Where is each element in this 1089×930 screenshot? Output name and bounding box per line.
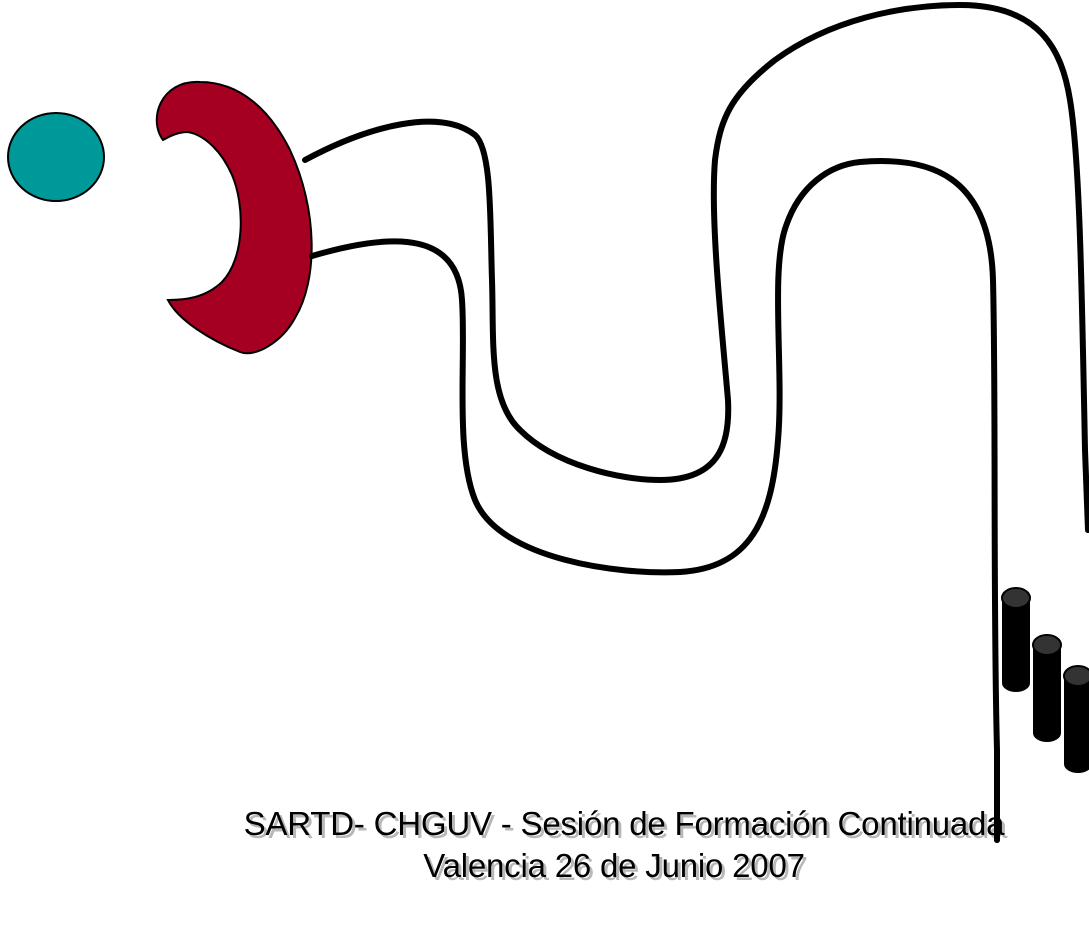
red-crescent [155,80,313,355]
footer-line-2: Valencia 26 de Junio 2007 [423,847,805,884]
cylinder-2 [1032,634,1062,742]
teal-circle [7,112,105,202]
footer-line-1-shadow: SARTD- CHGUV - Sesión de Formación Conti… [247,808,1009,845]
cylinder-3 [1063,665,1089,773]
cylinder-1 [1001,587,1031,692]
tube-outer-line [309,158,1000,843]
tube-inner-line [302,2,1089,533]
footer-line-2-shadow: Valencia 26 de Junio 2007 [426,850,808,887]
footer-line-1: SARTD- CHGUV - Sesión de Formación Conti… [244,805,1006,842]
